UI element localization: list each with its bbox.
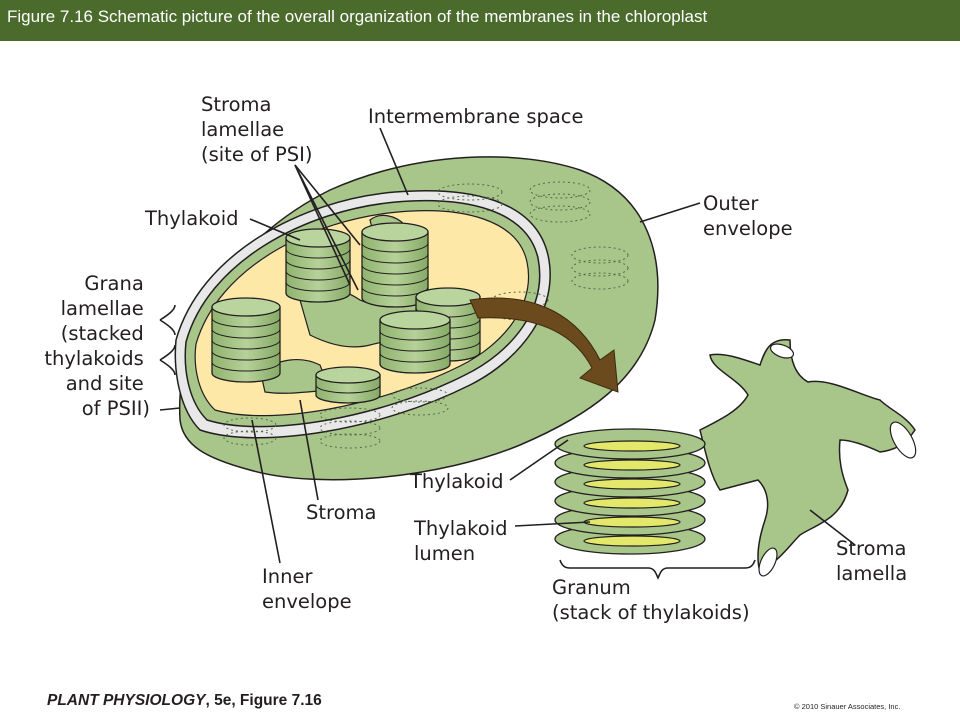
label-granum: Granum (stack of thylakoids) bbox=[552, 576, 750, 624]
label-stroma-lamella: Stroma lamella bbox=[836, 537, 913, 585]
inset-lumen bbox=[583, 497, 681, 509]
label-stroma: Stroma bbox=[306, 501, 377, 524]
label-grana-lamellae: Grana lamellae (stacked thylakoids and s… bbox=[44, 272, 150, 420]
label-inner-envelope: Inner envelope bbox=[262, 565, 352, 613]
diagram-labels: Stroma lamellae (site of PSI) Intermembr… bbox=[44, 93, 913, 624]
footer-caption: PLANT PHYSIOLOGY, 5e, Figure 7.16 bbox=[47, 692, 322, 710]
label-outer-envelope: Outer envelope bbox=[703, 192, 793, 240]
granum-stack-5 bbox=[379, 310, 451, 374]
label-stroma-lamellae: Stroma lamellae (site of PSI) bbox=[201, 93, 313, 166]
figure-title: Figure 7.16 Schematic picture of the ove… bbox=[7, 7, 708, 26]
granum-stack-3 bbox=[211, 297, 281, 383]
label-thylakoid-inset: Thylakoid bbox=[409, 470, 504, 493]
leader-lines bbox=[159, 127, 856, 580]
label-intermembrane-space: Intermembrane space bbox=[368, 105, 584, 128]
granum-stack-6 bbox=[315, 366, 381, 404]
inset-lumen bbox=[583, 459, 681, 471]
inset-lumen bbox=[583, 535, 681, 547]
inset-granum bbox=[554, 428, 706, 555]
title-bar: Figure 7.16 Schematic picture of the ove… bbox=[0, 0, 960, 41]
label-thylakoid-top: Thylakoid bbox=[144, 207, 239, 230]
zoom-arrow bbox=[469, 297, 619, 393]
copyright-notice: © 2010 Sinauer Associates, Inc. bbox=[794, 702, 901, 711]
edition-figure: , 5e, Figure 7.16 bbox=[205, 692, 322, 709]
inset-stroma-lamella bbox=[699, 339, 917, 577]
inset-lumen bbox=[583, 440, 681, 452]
chloroplast-diagram: Stroma lamellae (site of PSI) Intermembr… bbox=[44, 93, 917, 624]
inset-lumen bbox=[583, 478, 681, 490]
inset-lumen bbox=[583, 516, 681, 528]
label-thylakoid-lumen: Thylakoid lumen bbox=[413, 517, 514, 565]
book-title: PLANT PHYSIOLOGY bbox=[47, 692, 206, 709]
